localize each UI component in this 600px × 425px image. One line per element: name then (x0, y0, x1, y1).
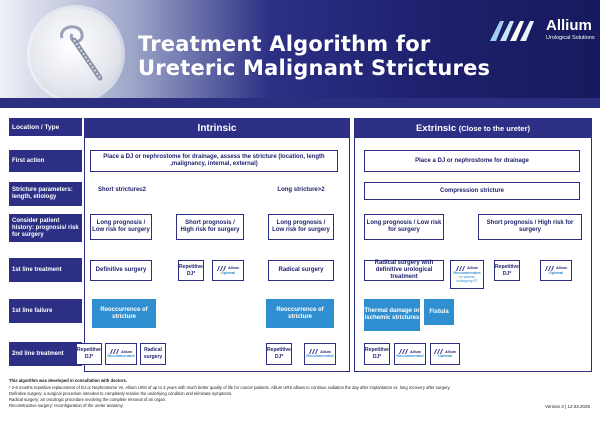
version-label: Version 3 | 12.03.2025 (545, 404, 590, 409)
intrinsic-repetitive-dj: Repetitive DJ* (178, 260, 204, 281)
intrinsic-long-prognosis-b: Long prognosis / Low risk for surgery (268, 214, 334, 240)
intrinsic-short-prognosis: Short prognosis / High risk for surgery (176, 214, 244, 240)
intrinsic-reoccurrence-a: Reoccurrence of stricture (92, 299, 156, 328)
allium-logo: Allium Urological Solutions (488, 17, 595, 50)
thermal-damage: Thermal damage or ischemic strictures (364, 299, 420, 331)
recommended-caption: Recommended (107, 354, 135, 359)
recommended-subcaption: for patients undergoing RT (456, 275, 478, 284)
long-stricture: Long stricture>2 (266, 183, 336, 197)
intrinsic-allium-recommended: Allium Recommended (105, 343, 137, 365)
allium-mini-logo-icon (456, 265, 466, 271)
stent-image (30, 8, 122, 100)
label-consider-history: Consider patient history: prognosis/ ris… (9, 214, 82, 242)
radical-definitive-treatment: Radical surgery with definitive urologic… (364, 260, 444, 281)
recommended-caption: Recommended (306, 354, 334, 359)
brand-tagline: Urological Solutions (546, 35, 595, 41)
extrinsic-allium-optimal-b: Allium Optimal (430, 343, 460, 365)
extrinsic-first-action: Place a DJ or nephrostome for drainage (364, 150, 580, 172)
optimal-caption: Optimal (437, 354, 453, 359)
radical-surgery: Radical surgery (268, 260, 334, 281)
fistula: Fistula (424, 299, 454, 325)
recommended-caption: Recommended (396, 354, 424, 359)
footer-note-3: Definitive surgery: a surgical procedure… (9, 391, 233, 396)
page-title: Treatment Algorithm for Ureteric Maligna… (138, 32, 491, 80)
intrinsic-allium-recommended-b: Allium Recommended (304, 343, 336, 365)
label-first-line-treatment: 1st line treatment (9, 258, 82, 282)
brand-name: Allium (546, 17, 592, 34)
footer-note-5: Reconstructive surgery: reconfiguration … (9, 403, 124, 408)
second-repetitive-dj-b: Repetitive DJ* (266, 343, 292, 365)
allium-mini-logo-icon (434, 349, 444, 355)
optimal-caption: Optimal (220, 270, 236, 275)
extrinsic-long-prognosis: Long prognosis / Low risk for surgery (364, 214, 444, 240)
label-second-line-treatment: 2nd line treatment (9, 342, 82, 366)
allium-logo-icon (490, 21, 534, 41)
allium-mini-logo-icon (545, 265, 555, 271)
ureteral-stent-icon (60, 25, 103, 81)
label-location-type: Location / Type (9, 118, 82, 136)
intrinsic-long-prognosis-a: Long prognosis / Low risk for surgery (90, 214, 152, 240)
short-stricture: Short stricture≤2 (92, 183, 152, 197)
extrinsic-repetitive-dj: Repetitive DJ* (494, 260, 520, 281)
footer-note-4: Radical surgery: an oncologic procedure … (9, 397, 167, 402)
extrinsic-allium-optimal: Allium Optimal (540, 260, 572, 281)
allium-mini-logo-icon (399, 349, 409, 355)
recommended-caption: Recommended (453, 270, 481, 275)
definitive-surgery: Definitive surgery (90, 260, 152, 281)
extrinsic-allium-recommended-rt: Allium Recommended for patients undergoi… (450, 260, 484, 289)
intrinsic-header: Intrinsic (84, 118, 350, 138)
extrinsic-short-prognosis: Short prognosis / High risk for surgery (478, 214, 582, 240)
intrinsic-allium-optimal: Allium Optimal (212, 260, 244, 281)
extrinsic-header: Extrinsic (Close to the ureter) (354, 118, 592, 138)
intrinsic-reoccurrence-b: Reoccurrence of stricture (266, 299, 334, 328)
compression-stricture: Compression stricture (364, 182, 580, 200)
footer-note-2: * 2-6 months repetitive replacement of D… (9, 385, 451, 390)
allium-mini-logo-icon (217, 265, 227, 271)
extrinsic-second-repetitive-dj: Repetitive DJ* (364, 343, 390, 365)
second-repetitive-dj-a: Repetitive DJ* (76, 343, 102, 365)
footer-note-1: This algorithm was developed in consulta… (9, 378, 127, 383)
header-band (0, 98, 600, 108)
label-first-line-failure: 1st line failure (9, 299, 82, 323)
allium-mini-logo-icon (110, 349, 120, 355)
optimal-caption: Optimal (548, 270, 564, 275)
intrinsic-first-action: Place a DJ or nephrostome for drainage, … (90, 150, 338, 172)
extrinsic-allium-recommended: Allium Recommended (394, 343, 426, 365)
label-first-action: First action (9, 150, 82, 172)
radical-surgery-b: Radical surgery (140, 343, 166, 365)
label-stricture-params: Stricture parameters: length, etiology (9, 182, 82, 206)
allium-mini-logo-icon (309, 349, 319, 355)
header-banner: Treatment Algorithm for Ureteric Maligna… (0, 0, 600, 108)
